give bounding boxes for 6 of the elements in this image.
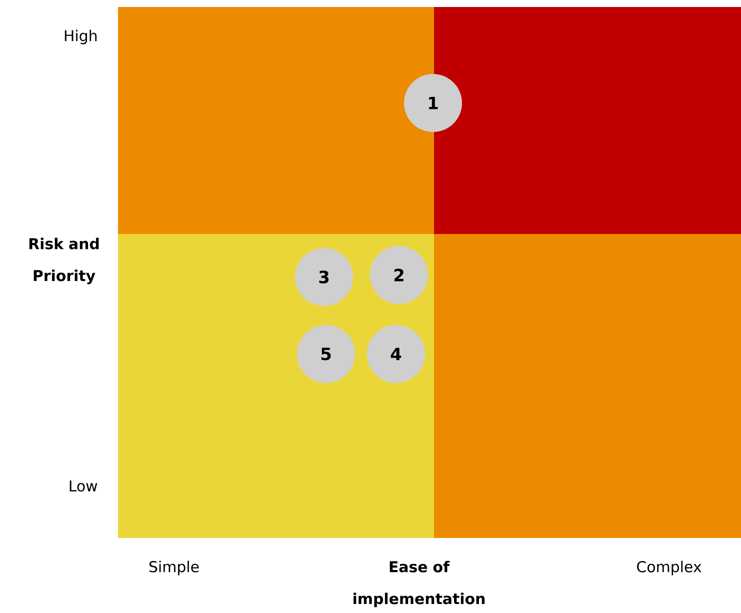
axis-label: Complex	[637, 560, 702, 576]
axis-label: Risk and Priority	[29, 238, 99, 284]
axis-label: Low	[70, 480, 98, 492]
axis-label: Simple	[149, 560, 199, 576]
axis-label: Ease of implementation	[354, 560, 485, 608]
axis-label: High	[64, 30, 97, 44]
